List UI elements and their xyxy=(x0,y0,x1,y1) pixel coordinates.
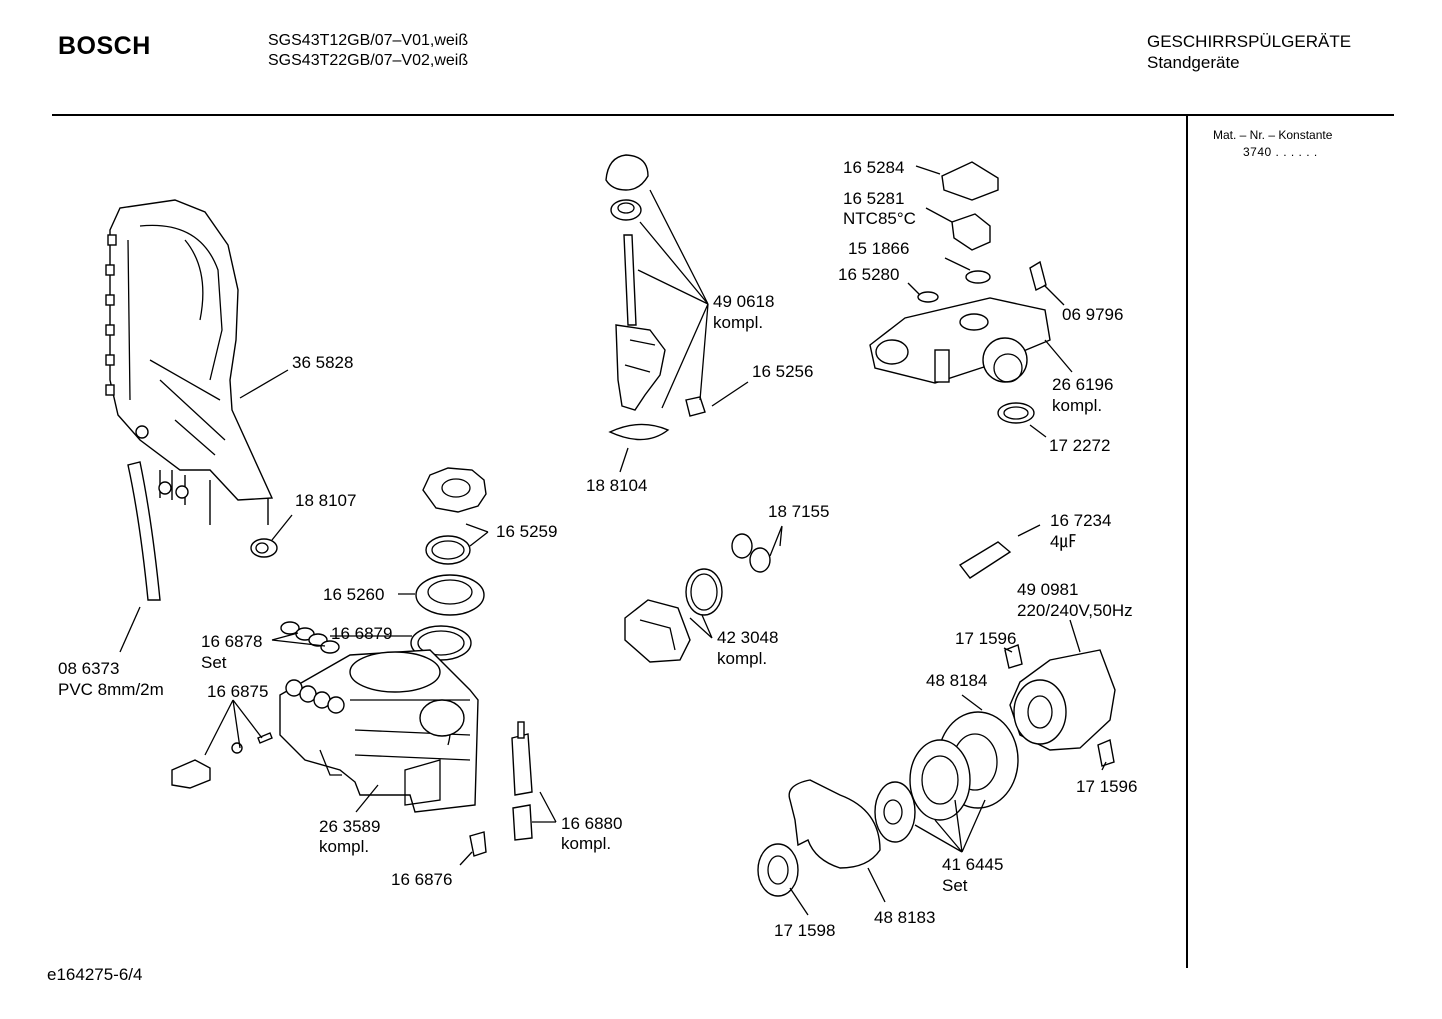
capacitor-part xyxy=(958,541,1012,579)
part-label-086373: 08 6373 xyxy=(58,659,120,678)
part-desc-166878: Set xyxy=(201,653,227,672)
part-desc-490618: kompl. xyxy=(713,313,764,332)
seal-set-part xyxy=(280,621,340,654)
part-label-166875: 16 6875 xyxy=(207,682,269,701)
part-label-171598: 17 1598 xyxy=(774,921,836,940)
part-label-165281: 16 5281 xyxy=(843,189,905,208)
screw-cap-part xyxy=(422,467,487,513)
side-panel-divider xyxy=(1186,116,1188,968)
valve-part xyxy=(171,732,273,789)
part-label-166880: 16 6880 xyxy=(561,814,623,833)
mat-number-heading: Mat. – Nr. – Konstante xyxy=(1213,128,1333,142)
circulation-motor-part xyxy=(1004,644,1116,767)
part-label-166876: 16 6876 xyxy=(391,870,453,889)
part-desc-086373: PVC 8mm/2m xyxy=(58,680,164,699)
part-label-167234: 16 7234 xyxy=(1050,511,1112,530)
part-label-490981: 49 0981 xyxy=(1017,580,1079,599)
part-label-365828: 36 5828 xyxy=(292,353,354,372)
float-switch-part xyxy=(511,721,533,841)
mat-number-value: 3740 . . . . . . xyxy=(1243,145,1318,159)
part-label-166879: 16 6879 xyxy=(331,624,393,643)
part-desc-416445: Set xyxy=(942,876,968,895)
model-line-1: SGS43T12GB/07–V01,weiß xyxy=(268,32,469,49)
nut-ring-part xyxy=(415,574,485,616)
pressure-switch-part xyxy=(624,533,771,663)
part-label-188107: 18 8107 xyxy=(295,491,357,510)
part-label-151866: 15 1866 xyxy=(848,239,910,258)
part-label-166878: 16 6878 xyxy=(201,632,263,651)
part-desc-166880: kompl. xyxy=(561,834,612,853)
model-line-2: SGS43T22GB/07–V02,weiß xyxy=(268,52,469,69)
drain-hose-part xyxy=(127,461,161,601)
part-label-266196: 26 6196 xyxy=(1052,375,1114,394)
part-desc-423048: kompl. xyxy=(717,649,768,668)
part-label-165284: 16 5284 xyxy=(843,158,905,177)
part-desc-263589: kompl. xyxy=(319,837,370,856)
part-desc-266196: kompl. xyxy=(1052,396,1103,415)
part-label-171596-a: 17 1596 xyxy=(955,629,1017,648)
part-desc-490981: 220/240V,50Hz xyxy=(1017,601,1133,620)
part-desc-165281: NTC85°C xyxy=(843,209,916,228)
part-label-165260: 16 5260 xyxy=(323,585,385,604)
part-desc-167234: 4㎌ xyxy=(1050,532,1077,551)
part-label-490618: 49 0618 xyxy=(713,292,775,311)
aquastop-assembly-part xyxy=(605,154,706,441)
part-label-187155: 18 7155 xyxy=(768,502,830,521)
part-label-188104: 18 8104 xyxy=(586,476,648,495)
model-list: SGS43T12GB/07–V01,weiß SGS43T22GB/07–V02… xyxy=(268,31,468,71)
pump-housing-part xyxy=(757,711,1019,897)
part-label-172272: 17 2272 xyxy=(1049,436,1111,455)
sensor-cluster-part xyxy=(869,161,1051,424)
hose-clip-part xyxy=(250,538,278,558)
softener-container-part xyxy=(279,649,479,813)
part-label-165259: 16 5259 xyxy=(496,522,558,541)
header-divider xyxy=(52,114,1394,116)
drawing-code: e164275-6/4 xyxy=(47,965,143,984)
appliance-category: GESCHIRRSPÜLGERÄTE Standgeräte xyxy=(1147,31,1351,73)
part-label-069796: 06 9796 xyxy=(1062,305,1124,324)
heater-frame-part xyxy=(105,199,274,525)
part-label-423048: 42 3048 xyxy=(717,628,779,647)
part-label-488183: 48 8183 xyxy=(874,908,936,927)
leader-lines xyxy=(119,165,1107,916)
clip-part xyxy=(469,831,487,857)
part-label-171596-b: 17 1596 xyxy=(1076,777,1138,796)
part-label-416445: 41 6445 xyxy=(942,855,1004,874)
part-label-488184: 48 8184 xyxy=(926,671,988,690)
category-title: GESCHIRRSPÜLGERÄTE xyxy=(1147,32,1352,51)
part-label-165256: 16 5256 xyxy=(752,362,814,381)
brand-logo: BOSCH xyxy=(58,32,151,60)
category-subtitle: Standgeräte xyxy=(1147,53,1240,72)
part-label-263589: 26 3589 xyxy=(319,817,381,836)
part-label-165280: 16 5280 xyxy=(838,265,900,284)
